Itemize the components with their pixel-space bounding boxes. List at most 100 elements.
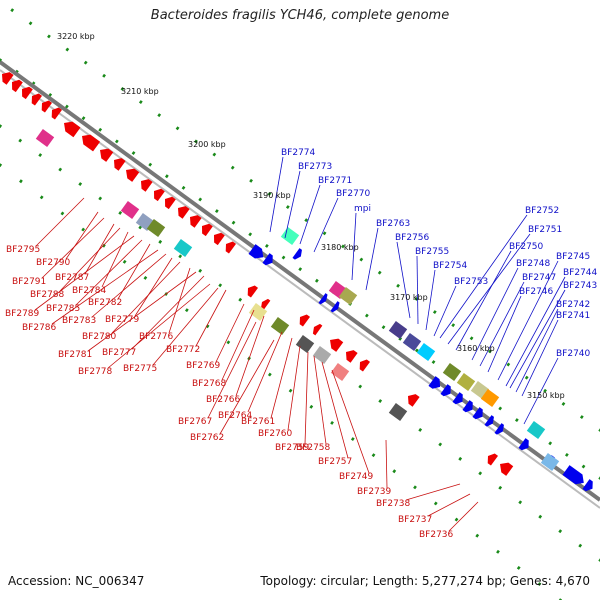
tick-dot [18, 138, 23, 143]
reverse-gene-label: BF2781 [58, 350, 92, 360]
reverse-label-leader [101, 231, 129, 288]
tick-dot [175, 126, 180, 131]
reverse-label-leader [321, 361, 349, 459]
forward-gene-arrow-shape [562, 465, 584, 485]
genome-backbone [0, 60, 600, 509]
forward-gene-arrow [330, 301, 340, 313]
forward-label-leader [284, 170, 301, 239]
tick-label: 3170 kbp [390, 293, 428, 302]
reverse-label-leader [195, 289, 227, 347]
tick-dot [212, 152, 217, 157]
tick-dot [516, 565, 521, 570]
reverse-gene-arrow-shape [214, 232, 225, 246]
reverse-gene-label: BF2767 [178, 417, 212, 427]
tick-dot [488, 349, 492, 354]
tick-dot [19, 179, 23, 184]
reverse-gene-arrow-shape [51, 107, 62, 120]
forward-label-leader [487, 295, 522, 373]
tick-dot [514, 418, 519, 423]
forward-gene-label: BF2746 [519, 287, 554, 297]
tick-dot [381, 325, 386, 330]
reverse-gene-arrow [408, 394, 420, 407]
tick-dot [38, 153, 43, 158]
reverse-label-leader [131, 275, 205, 350]
reverse-gene-arrow-shape [330, 338, 344, 352]
tick-dot [131, 151, 136, 155]
tick-dot [164, 174, 169, 179]
tick-dot [28, 21, 33, 26]
forward-gene-arrow [262, 253, 273, 266]
tick-dot [414, 348, 419, 353]
reverse-label-leader [41, 217, 105, 279]
tick-dot [218, 283, 223, 288]
reverse-gene-arrow [214, 232, 225, 246]
tick-dot [498, 485, 503, 490]
reverse-gene-arrow [41, 100, 52, 113]
tick-dot [350, 437, 355, 441]
forward-gene-label: BF2740 [556, 349, 591, 359]
feature-block [35, 129, 55, 147]
forward-label-leader [439, 214, 528, 339]
forward-gene-arrow-shape [262, 253, 273, 266]
tick-dot [371, 453, 376, 458]
reverse-gene-arrow-shape [408, 394, 420, 407]
forward-gene-arrow [248, 244, 264, 259]
tick-dot [58, 167, 63, 172]
tick-dot [143, 275, 148, 280]
forward-gene-arrow-shape [462, 400, 473, 413]
tick-dot [496, 549, 500, 554]
forward-gene-label: BF2748 [516, 259, 551, 269]
reverse-gene-arrow [260, 298, 271, 311]
forward-gene-label: BF2745 [556, 252, 590, 262]
tick-dot [359, 257, 364, 262]
forward-gene-arrow [518, 438, 529, 451]
tick-dot [178, 254, 183, 259]
reverse-gene-arrow-shape [154, 188, 165, 202]
reverse-gene-arrow-shape [500, 462, 514, 476]
reverse-label-leader [35, 197, 85, 247]
reverse-gene-arrow-shape [141, 179, 153, 192]
reverse-gene-arrow [487, 453, 498, 466]
tick-dot [60, 211, 65, 216]
tick-dot [548, 441, 553, 446]
tick-dot [518, 500, 523, 505]
forward-gene-label: BF2756 [395, 233, 430, 243]
reverse-gene-arrow-shape [165, 196, 176, 210]
reverse-gene-arrow-shape [312, 323, 323, 336]
tick-dot-rows [0, 8, 600, 600]
tick-dot [102, 243, 106, 248]
reverse-label-leader [91, 253, 167, 318]
reverse-gene-arrow-shape [41, 100, 52, 113]
forward-gene-label: BF2755 [415, 247, 449, 257]
tick-dot [39, 195, 44, 200]
tick-dot [304, 218, 309, 223]
feature-block [120, 201, 140, 219]
tick-dot [249, 178, 253, 183]
forward-gene-arrow [494, 423, 504, 435]
tick-dot [120, 86, 125, 91]
tick-dot [194, 139, 198, 144]
reverse-gene-arrow [64, 121, 81, 138]
tick-dot [322, 231, 327, 236]
reverse-gene-label: BF2788 [30, 290, 65, 300]
tick-dot [341, 244, 345, 249]
reverse-gene-label: BF2777 [102, 348, 136, 358]
forward-gene-arrow-shape [330, 301, 340, 313]
forward-gene-arrow [318, 293, 328, 305]
reverse-gene-arrow [312, 323, 323, 336]
forward-label-leader [455, 250, 512, 351]
feature-block [330, 363, 350, 381]
tick-dot [478, 471, 483, 476]
reverse-gene-arrow [202, 223, 213, 237]
reverse-label-leader [87, 271, 197, 352]
tick-dot [98, 196, 103, 201]
forward-gene-label: BF2763 [376, 219, 410, 229]
tick-dot [158, 239, 163, 244]
forward-label-leader [523, 357, 559, 425]
feature-block [270, 317, 290, 335]
reverse-gene-arrow-shape [82, 134, 101, 152]
reverse-gene-label: BF2785 [46, 304, 80, 314]
tick-dot [285, 205, 290, 209]
forward-label-leader [509, 289, 566, 389]
feature-block [248, 303, 268, 321]
